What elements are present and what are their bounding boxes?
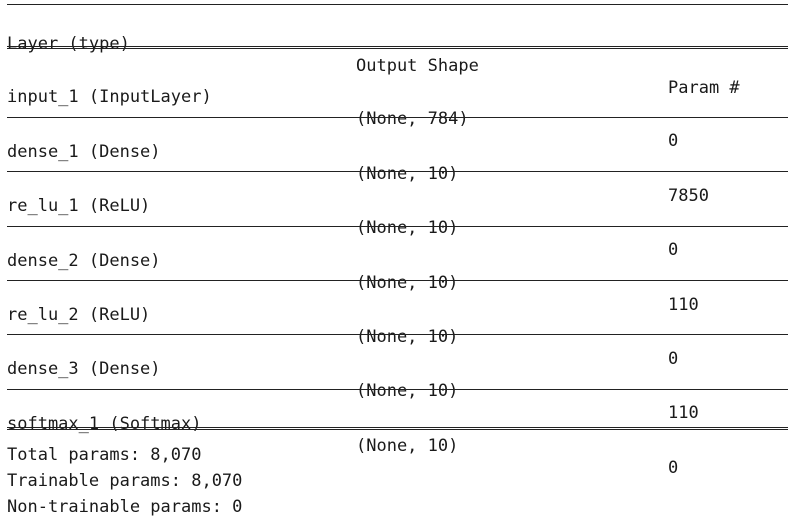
header-row: Layer (type) Output Shape Param #	[0, 11, 795, 98]
output-shape: (None, 10)	[356, 436, 459, 456]
footer-double-rule	[7, 427, 788, 430]
header-output-shape: Output Shape	[356, 56, 479, 76]
header-layer: Layer (type)	[7, 34, 130, 54]
layer-name: dense_2 (Dense)	[7, 251, 161, 271]
header-param-count: Param #	[668, 78, 740, 98]
table-row: dense_2 (Dense) (None, 10) 110	[0, 228, 795, 315]
output-shape: (None, 10)	[356, 327, 459, 347]
output-shape: (None, 10)	[356, 164, 459, 184]
row-divider	[7, 334, 788, 335]
param-count: 110	[668, 295, 699, 315]
output-shape: (None, 10)	[356, 381, 459, 401]
table-row: dense_1 (Dense) (None, 10) 7850	[0, 119, 795, 206]
layer-name: re_lu_1 (ReLU)	[7, 196, 151, 216]
param-count: 0	[668, 349, 679, 369]
layer-name: re_lu_2 (ReLU)	[7, 305, 151, 325]
output-shape: (None, 10)	[356, 273, 459, 293]
row-divider	[7, 171, 788, 172]
header-double-rule	[7, 46, 788, 49]
layer-name: dense_1 (Dense)	[7, 142, 161, 162]
param-count: 0	[668, 458, 679, 478]
layer-name: softmax_1 (Softmax)	[7, 414, 202, 434]
param-count: 0	[668, 131, 679, 151]
layer-name: dense_3 (Dense)	[7, 359, 161, 379]
row-divider	[7, 226, 788, 227]
param-count: 7850	[668, 186, 709, 206]
row-divider	[7, 117, 788, 118]
table-row: input_1 (InputLayer) (None, 784) 0	[0, 64, 795, 151]
table-row: dense_3 (Dense) (None, 10) 110	[0, 336, 795, 423]
top-rule	[7, 4, 788, 5]
table-row: re_lu_1 (ReLU) (None, 10) 0	[0, 173, 795, 260]
table-row: re_lu_2 (ReLU) (None, 10) 0	[0, 282, 795, 369]
row-divider	[7, 389, 788, 390]
table-row: softmax_1 (Softmax) (None, 10) 0	[0, 391, 795, 478]
layer-name: input_1 (InputLayer)	[7, 87, 212, 107]
total-params: Total params: 8,070	[7, 445, 202, 465]
output-shape: (None, 10)	[356, 218, 459, 238]
trainable-params: Trainable params: 8,070	[7, 471, 243, 491]
row-divider	[7, 280, 788, 281]
output-shape: (None, 784)	[356, 109, 469, 129]
param-count: 110	[668, 403, 699, 423]
param-count: 0	[668, 240, 679, 260]
non-trainable-params: Non-trainable params: 0	[7, 497, 243, 517]
